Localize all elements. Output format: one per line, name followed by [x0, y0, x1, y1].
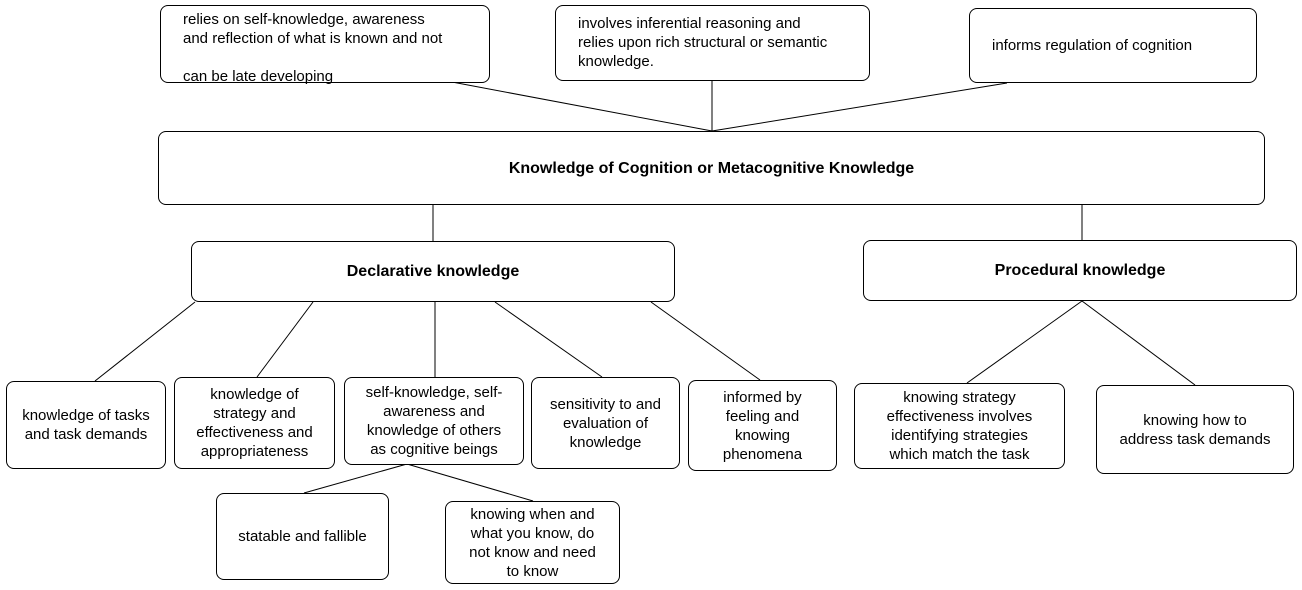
node-strategy-effectiveness: knowing strategy effectiveness involves … — [854, 383, 1065, 469]
node-declarative-knowledge: Declarative knowledge — [191, 241, 675, 302]
node-strategy: knowledge of strategy and effectiveness … — [174, 377, 335, 469]
node-text: knowing strategy effectiveness involves … — [886, 389, 1033, 463]
node-text: knowledge of tasks and task demands — [22, 407, 150, 443]
connector-line — [494, 301, 603, 378]
node-self-knowledge-others: self-knowledge, self- awareness and know… — [344, 377, 524, 465]
node-knowing-when: knowing when and what you know, do not k… — [445, 501, 620, 584]
connector-line — [303, 463, 408, 494]
connector-line — [650, 301, 761, 381]
connector-line — [711, 82, 1008, 132]
node-informs-regulation: informs regulation of cognition — [969, 8, 1257, 83]
node-task-demands: knowing how to address task demands — [1096, 385, 1294, 474]
node-text: knowing how to address task demands — [1119, 411, 1271, 448]
node-procedural-knowledge: Procedural knowledge — [863, 240, 1297, 301]
node-root-metacognitive-knowledge: Knowledge of Cognition or Metacognitive … — [158, 131, 1265, 205]
node-sensitivity: sensitivity to and evaluation of knowled… — [531, 377, 680, 469]
connector-line — [451, 81, 713, 132]
connector-line — [94, 301, 196, 382]
node-self-knowledge-awareness: relies on self-knowledge, awareness and … — [160, 5, 490, 85]
node-text: Declarative knowledge — [346, 263, 520, 280]
node-text: knowing when and what you know, do not k… — [469, 505, 596, 580]
node-text: Procedural knowledge — [994, 262, 1166, 279]
node-text: knowledge of strategy and effectiveness … — [196, 386, 313, 460]
node-inferential-reasoning: involves inferential reasoning and relie… — [555, 5, 870, 81]
connector-line — [966, 300, 1083, 384]
node-informed-feeling: informed by feeling and knowing phenomen… — [688, 380, 837, 471]
connector-line — [406, 463, 534, 502]
node-text: Knowledge of Cognition or Metacognitive … — [508, 159, 915, 177]
node-text: self-knowledge, self- awareness and know… — [365, 384, 503, 458]
node-text: involves inferential reasoning and relie… — [578, 15, 828, 70]
connector-line — [1081, 300, 1196, 386]
node-text: informs regulation of cognition — [992, 37, 1193, 54]
node-statable-fallible: statable and fallible — [216, 493, 389, 580]
node-text: sensitivity to and evaluation of knowled… — [550, 395, 661, 451]
connector-line — [256, 301, 314, 378]
node-tasks: knowledge of tasks and task demands — [6, 381, 166, 469]
node-text: relies on self-knowledge, awareness and … — [183, 11, 443, 85]
node-text: informed by feeling and knowing phenomen… — [722, 388, 803, 463]
node-text: statable and fallible — [238, 528, 367, 545]
